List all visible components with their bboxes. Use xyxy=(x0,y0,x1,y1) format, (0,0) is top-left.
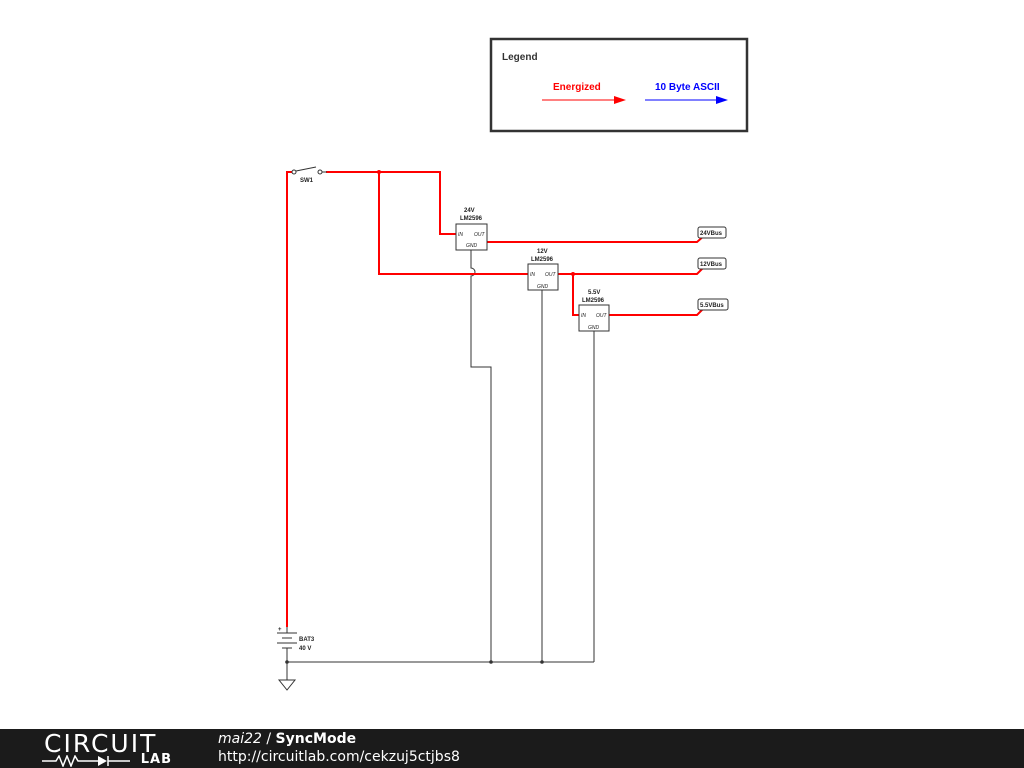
bus-label-text: 24VBus xyxy=(700,231,723,237)
junction-dot xyxy=(489,660,493,664)
junction-dot xyxy=(377,170,381,174)
regulator-body xyxy=(578,304,610,332)
regulator-pin-gnd: GND xyxy=(466,243,478,249)
regulator-pin-gnd: GND xyxy=(537,284,549,290)
regulator-pin-gnd: GND xyxy=(588,325,600,331)
regulator-pin-out: OUT xyxy=(596,313,608,319)
legend-energized-label: Energized xyxy=(553,82,601,93)
regulator-voltage-label: 5.5V xyxy=(588,290,600,296)
logo-wordmark: CIRCUIT xyxy=(44,729,158,758)
regulator-pin-in: IN xyxy=(530,272,535,278)
regulator-part-label: LM2596 xyxy=(531,257,554,263)
regulator-pin-in: IN xyxy=(581,313,586,319)
reg12-to-55v-wire xyxy=(572,274,579,316)
switch-contact xyxy=(291,169,297,175)
switch-contact xyxy=(317,169,323,175)
regulator-pin-in: IN xyxy=(458,232,463,238)
bus-12v: 12VBus xyxy=(697,257,727,270)
regulator-voltage-label: 12V xyxy=(537,249,548,255)
logo-sub-wordmark: LAB xyxy=(140,752,172,767)
switch-sw1 xyxy=(291,166,327,175)
footer-bar: CIRCUIT LAB mai22 / SyncMode http://circ… xyxy=(0,729,1024,768)
ground-icon xyxy=(277,679,297,691)
bus-label-box xyxy=(697,257,727,270)
regulator-24v: 24V LM2596 IN OUT GND xyxy=(455,208,488,251)
reg24-gnd-wire xyxy=(470,250,492,662)
junction-dot xyxy=(571,272,575,276)
schematic-canvas: Legend Energized 10 Byte ASCII xyxy=(277,37,749,691)
switch-lever xyxy=(295,166,317,172)
switch-to-12v-wire xyxy=(378,172,528,275)
bus-label-text: 5.5VBus xyxy=(700,303,724,309)
bus-label-text: 12VBus xyxy=(700,262,723,268)
circuitlab-logo[interactable]: CIRCUIT LAB xyxy=(40,731,180,767)
junction-dot xyxy=(285,660,289,664)
legend-box xyxy=(489,37,749,133)
regulator-voltage-label: 24V xyxy=(464,208,475,214)
legend-title: Legend xyxy=(502,52,538,63)
legend-data-arrowhead xyxy=(716,96,728,104)
battery-ref-label: BAT3 xyxy=(299,637,315,643)
legend-energized-arrowhead xyxy=(614,96,626,104)
bus12-wire xyxy=(558,265,706,275)
footer-project-name[interactable]: SyncMode xyxy=(275,731,357,747)
switch-to-24v-wire xyxy=(326,171,456,235)
legend: Legend Energized 10 Byte ASCII xyxy=(489,37,749,133)
footer-separator: / xyxy=(261,731,276,747)
junction-dot xyxy=(540,660,544,664)
footer-username[interactable]: mai22 xyxy=(218,731,262,747)
regulator-pin-out: OUT xyxy=(545,272,557,278)
regulator-part-label: LM2596 xyxy=(582,298,605,304)
resistor-diode-icon xyxy=(42,755,130,767)
footer-title: mai22 / SyncMode xyxy=(218,731,356,748)
footer-url-link[interactable]: http://circuitlab.com/cekzuj5ctjbs8 xyxy=(218,749,460,765)
regulator-body xyxy=(455,223,488,251)
regulator-pin-out: OUT xyxy=(474,232,486,238)
battery-to-switch-wire xyxy=(286,171,292,627)
switch-ref-label: SW1 xyxy=(300,178,314,184)
energized-junctions xyxy=(377,170,575,276)
bus-label-box xyxy=(697,226,727,239)
regulator-5v5: 5.5V LM2596 IN OUT GND xyxy=(578,290,610,332)
ground-wires xyxy=(286,250,595,680)
battery-value-label: 40 V xyxy=(299,646,311,652)
bus-5v5: 5.5VBus xyxy=(697,298,729,311)
legend-data-label: 10 Byte ASCII xyxy=(655,82,720,93)
regulator-body xyxy=(527,263,559,291)
battery-plus-sign: + xyxy=(278,627,282,633)
bus-label-box xyxy=(697,298,729,311)
energized-wires xyxy=(286,171,706,627)
junction-dots xyxy=(285,660,544,664)
bus24-wire xyxy=(487,234,706,243)
regulator-part-label: LM2596 xyxy=(460,216,483,222)
battery-bat3 xyxy=(277,627,297,652)
regulator-12v: 12V LM2596 IN OUT GND xyxy=(527,249,559,291)
bus-24v: 24VBus xyxy=(697,226,727,239)
bus55-wire xyxy=(609,306,706,316)
